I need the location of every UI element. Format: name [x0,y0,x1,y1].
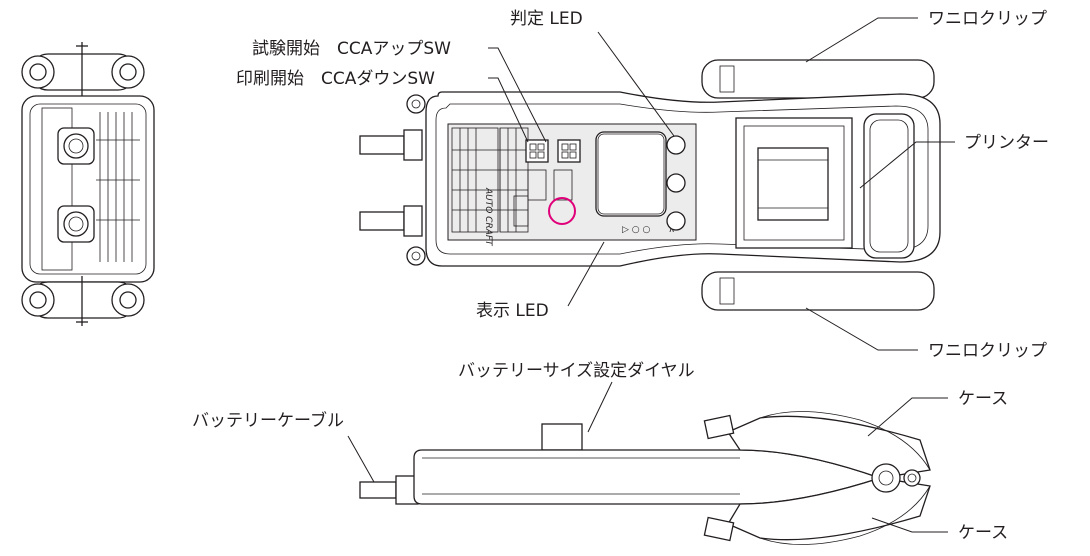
judge-led-2 [666,173,686,193]
brand-text: AUTO CRAFT [483,187,493,247]
printer-paper-roll [757,147,829,221]
label-printer: プリンター [964,133,1049,153]
spec-table [451,127,529,233]
clip-roller-top [701,59,935,99]
judge-led-3 [666,211,686,231]
clip-roller-bottom [701,271,935,311]
top-view: AUTO CRAFT [359,59,941,311]
label-clip-top: ワニロクリップ [928,9,1047,29]
judge-led-1 [666,135,686,155]
cable-plug-lower [359,211,405,231]
label-case-top: ケース [958,389,1008,409]
battery-size-dial[interactable] [541,423,583,451]
case-hinge [871,463,901,493]
display-ticks: ▷ ○ ○ ∧ [622,225,675,235]
battery-size-dial-indicator[interactable] [548,197,576,225]
label-display-led: 表示 LED [476,301,549,321]
label-case-bottom: ケース [958,523,1008,543]
label-battery-dial: バッテリーサイズ設定ダイヤル [458,361,695,381]
case-lower-arm [727,477,931,541]
side-cable-plug [359,481,397,499]
leader-lines [347,17,955,533]
display-window [595,131,667,217]
labels: 試験開始 CCAアップSW 印刷開始 CCAダウンSW 判定 LED ワニロクリ… [192,9,1049,543]
print-start-switch[interactable] [557,139,581,163]
cable-plug-upper [359,135,405,155]
test-start-switch[interactable] [525,139,549,163]
label-judge-led: 判定 LED [510,9,583,29]
side-view [359,411,931,545]
label-clip-bottom: ワニロクリップ [928,341,1047,361]
label-battery-cable: バッテリーケーブル [192,410,344,431]
printer-lid [863,113,915,259]
label-print-start: 印刷開始 CCAダウンSW [236,69,435,89]
end-view [21,42,155,326]
label-test-start: 試験開始 CCAアップSW [252,39,451,59]
